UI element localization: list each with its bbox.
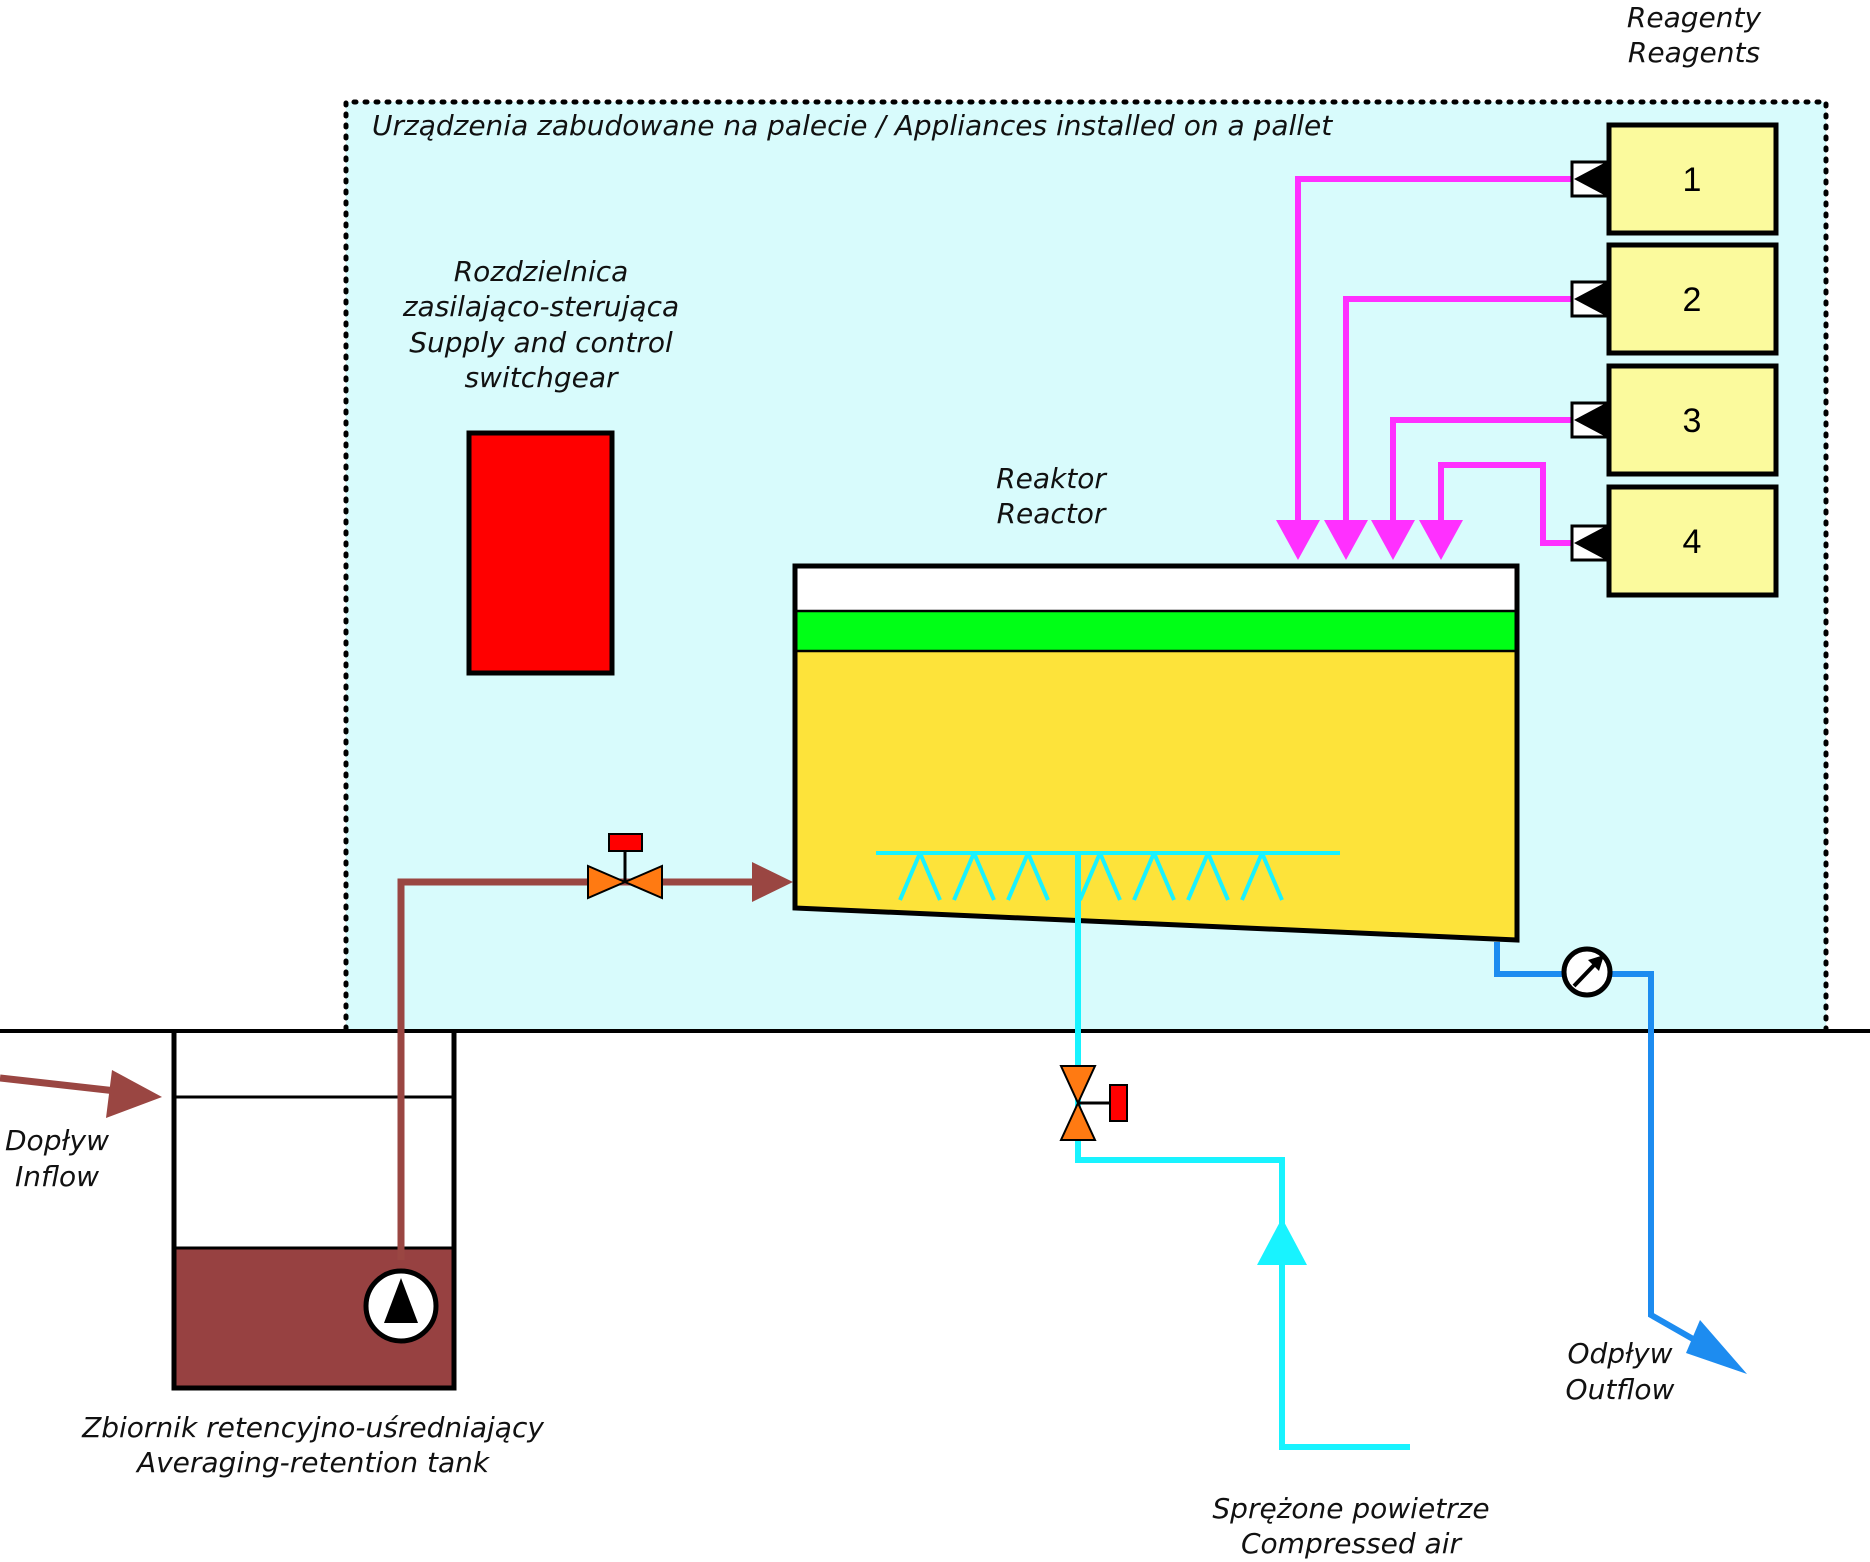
inflow: Dopływ Inflow (0, 1070, 162, 1193)
reactor-label-pl: Reaktor (996, 462, 1107, 495)
switchgear-label-2: zasilająco-sterująca (402, 290, 679, 323)
reagent-number-1: 1 (1683, 161, 1702, 199)
reagent-container-3: 3 (1606, 363, 1779, 477)
reactor-carrier-layer (795, 611, 1517, 651)
retention-tank: Zbiornik retencyjno-uśredniający Averagi… (81, 1031, 544, 1479)
air-valve-icon (1059, 1065, 1128, 1141)
outflow-label-en: Outflow (1566, 1373, 1675, 1406)
reactor-vessel (792, 563, 1520, 943)
switchgear-cabinet (466, 430, 615, 676)
switchgear-label-4: switchgear (464, 361, 619, 394)
switchgear-label-1: Rozdzielnica (454, 255, 629, 288)
air-label-en: Compressed air (1241, 1527, 1462, 1560)
reagent-number-4: 4 (1683, 523, 1702, 561)
dosing-pump-2 (1570, 280, 1608, 318)
air-label-pl: Sprężone powietrze (1212, 1492, 1489, 1525)
dosing-lines (1295, 176, 1576, 546)
reagent-number-2: 2 (1683, 281, 1702, 319)
reagent-number-3: 3 (1683, 402, 1702, 440)
switchgear: Rozdzielnica zasilająco-sterująca Supply… (402, 255, 679, 676)
pallet-title: Urządzenia zabudowane na palecie / Appli… (372, 109, 1333, 142)
reactor: Reaktor Reactor (792, 462, 1520, 943)
switchgear-label-3: Supply and control (409, 326, 673, 359)
reagent-container-1: 1 (1606, 122, 1779, 236)
inflow-label-pl: Dopływ (5, 1124, 109, 1157)
reagent-container-2: 2 (1606, 242, 1779, 356)
dosing-pump-3 (1570, 401, 1608, 439)
feed-valve-icon (587, 833, 663, 900)
reagents-header-pl: Reagenty (1627, 1, 1762, 34)
tank-label-pl: Zbiornik retencyjno-uśredniający (81, 1411, 544, 1444)
dosing-arrowheads (1276, 520, 1463, 560)
outflow-label-pl: Odpływ (1567, 1337, 1672, 1370)
dosing-pump-1 (1570, 160, 1608, 198)
compressed-air-line: Sprężone powietrze Compressed air (1075, 853, 1490, 1560)
tank-label-en: Averaging-retention tank (135, 1446, 491, 1479)
aeration-diffuser (876, 851, 1340, 901)
reactor-liquid (795, 651, 1517, 940)
reactor-label-en: Reactor (997, 497, 1107, 530)
feed-pump-icon (363, 1268, 439, 1344)
inflow-label-en: Inflow (15, 1160, 99, 1193)
dosing-pump-4 (1570, 524, 1608, 562)
flow-meter-icon (1561, 946, 1613, 998)
outflow-line: Odpływ Outflow (1494, 942, 1747, 1406)
reagent-container-4: 4 (1606, 484, 1779, 598)
reagents-header-en: Reagents (1628, 36, 1760, 69)
